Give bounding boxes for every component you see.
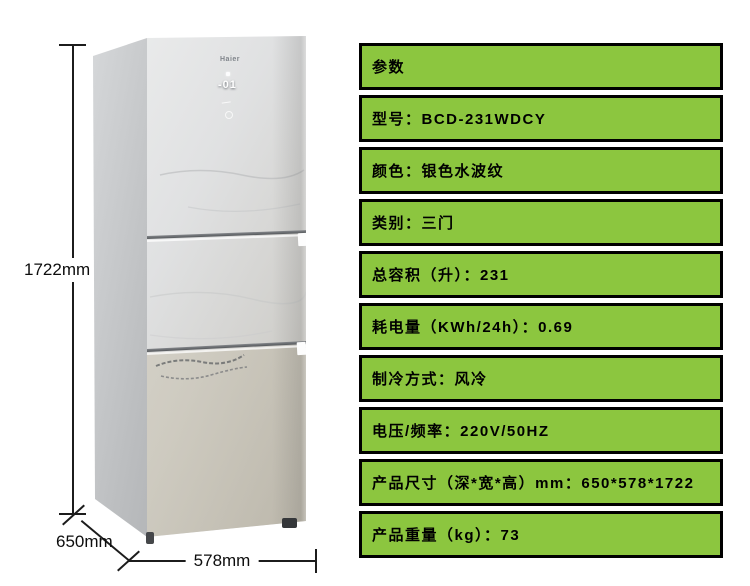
panel-circle-icon (225, 111, 233, 119)
spec-row-color: 颜色：银色水波纹 (359, 147, 723, 194)
spec-row-model: 型号：BCD-231WDCY (359, 95, 723, 142)
spec-table: 参数 型号：BCD-231WDCY 颜色：银色水波纹 类别：三门 总容积（升）：… (359, 43, 723, 563)
spec-row-category: 类别：三门 (359, 199, 723, 246)
width-dimension-label: 578mm (185, 551, 259, 572)
temp-display: -01 (218, 79, 237, 91)
fridge-figure: Haier -01 1722mm 650mm 578mm (0, 0, 360, 586)
door-handle-notch-top (297, 232, 306, 247)
spec-row-voltage: 电压/频率：220V/50HZ (359, 407, 723, 454)
fridge-foot-right (282, 518, 297, 528)
water-ripple-pattern (149, 169, 306, 380)
door-handle-notch-bottom (296, 341, 306, 356)
depth-dimension-label: 650mm (56, 532, 113, 551)
panel-indicator-dot (226, 72, 230, 76)
fridge-side-panel (93, 38, 147, 537)
height-dimension-label: 1722mm (22, 258, 93, 283)
width-dimension-cap-right (315, 549, 317, 573)
fridge-front: Haier -01 (147, 36, 306, 537)
spec-row-weight: 产品重量（kg）：73 (359, 511, 723, 558)
spec-row-size: 产品尺寸（深*宽*高）mm：650*578*1722 (359, 459, 723, 506)
spec-row-header: 参数 (359, 43, 723, 90)
front-edge-shading (147, 36, 306, 537)
brand-logo: Haier (220, 56, 241, 63)
refrigerator-image: Haier -01 (90, 35, 312, 547)
height-dimension-cap-top (59, 44, 86, 46)
fridge-bottom-door (147, 345, 306, 537)
spec-row-power-consumption: 耗电量（KWh/24h）：0.69 (359, 303, 723, 350)
fridge-foot-left (146, 532, 154, 544)
spec-row-capacity: 总容积（升）：231 (359, 251, 723, 298)
spec-row-cooling-type: 制冷方式：风冷 (359, 355, 723, 402)
